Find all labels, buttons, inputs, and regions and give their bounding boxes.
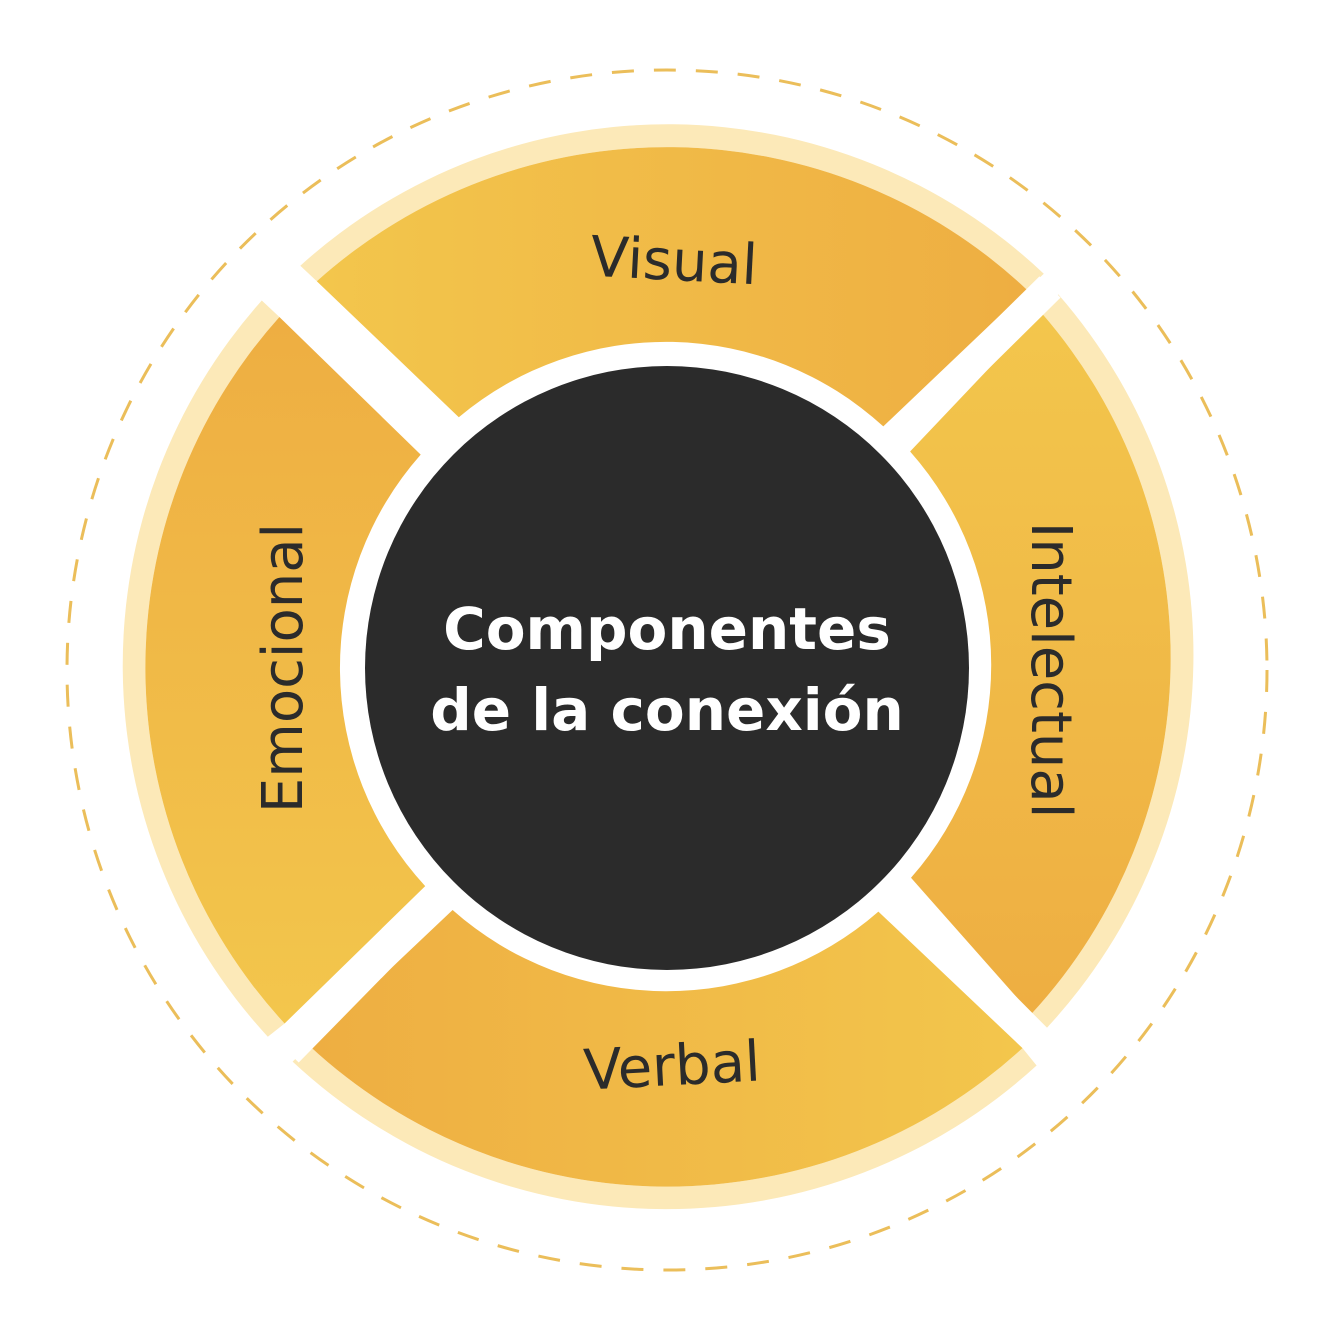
segment-label-emocional: Emocional	[251, 523, 316, 813]
center-title-line-1: Componentes	[443, 595, 891, 663]
center-circle	[365, 366, 969, 970]
center-title-line-2: de la conexión	[430, 676, 904, 744]
outer-band-intelectual	[1031, 294, 1194, 1029]
outer-bands	[122, 124, 1194, 1210]
outer-dashed-ring	[65, 68, 1269, 1272]
segment-intelectual	[910, 312, 1171, 1014]
outer-band-emocional	[122, 300, 285, 1037]
outer-band-visual	[300, 124, 1044, 290]
segment-separators	[277, 276, 1061, 1063]
segment-label-verbal: Verbal	[582, 1029, 762, 1103]
segment-label-intelectual: Intelectual	[1018, 522, 1083, 819]
outer-band-verbal	[292, 1045, 1037, 1210]
segment-visual	[316, 147, 1027, 427]
segment-verbal	[309, 910, 1023, 1187]
segment-label-visual: Visual	[589, 225, 759, 299]
segment-emocional	[145, 317, 426, 1024]
